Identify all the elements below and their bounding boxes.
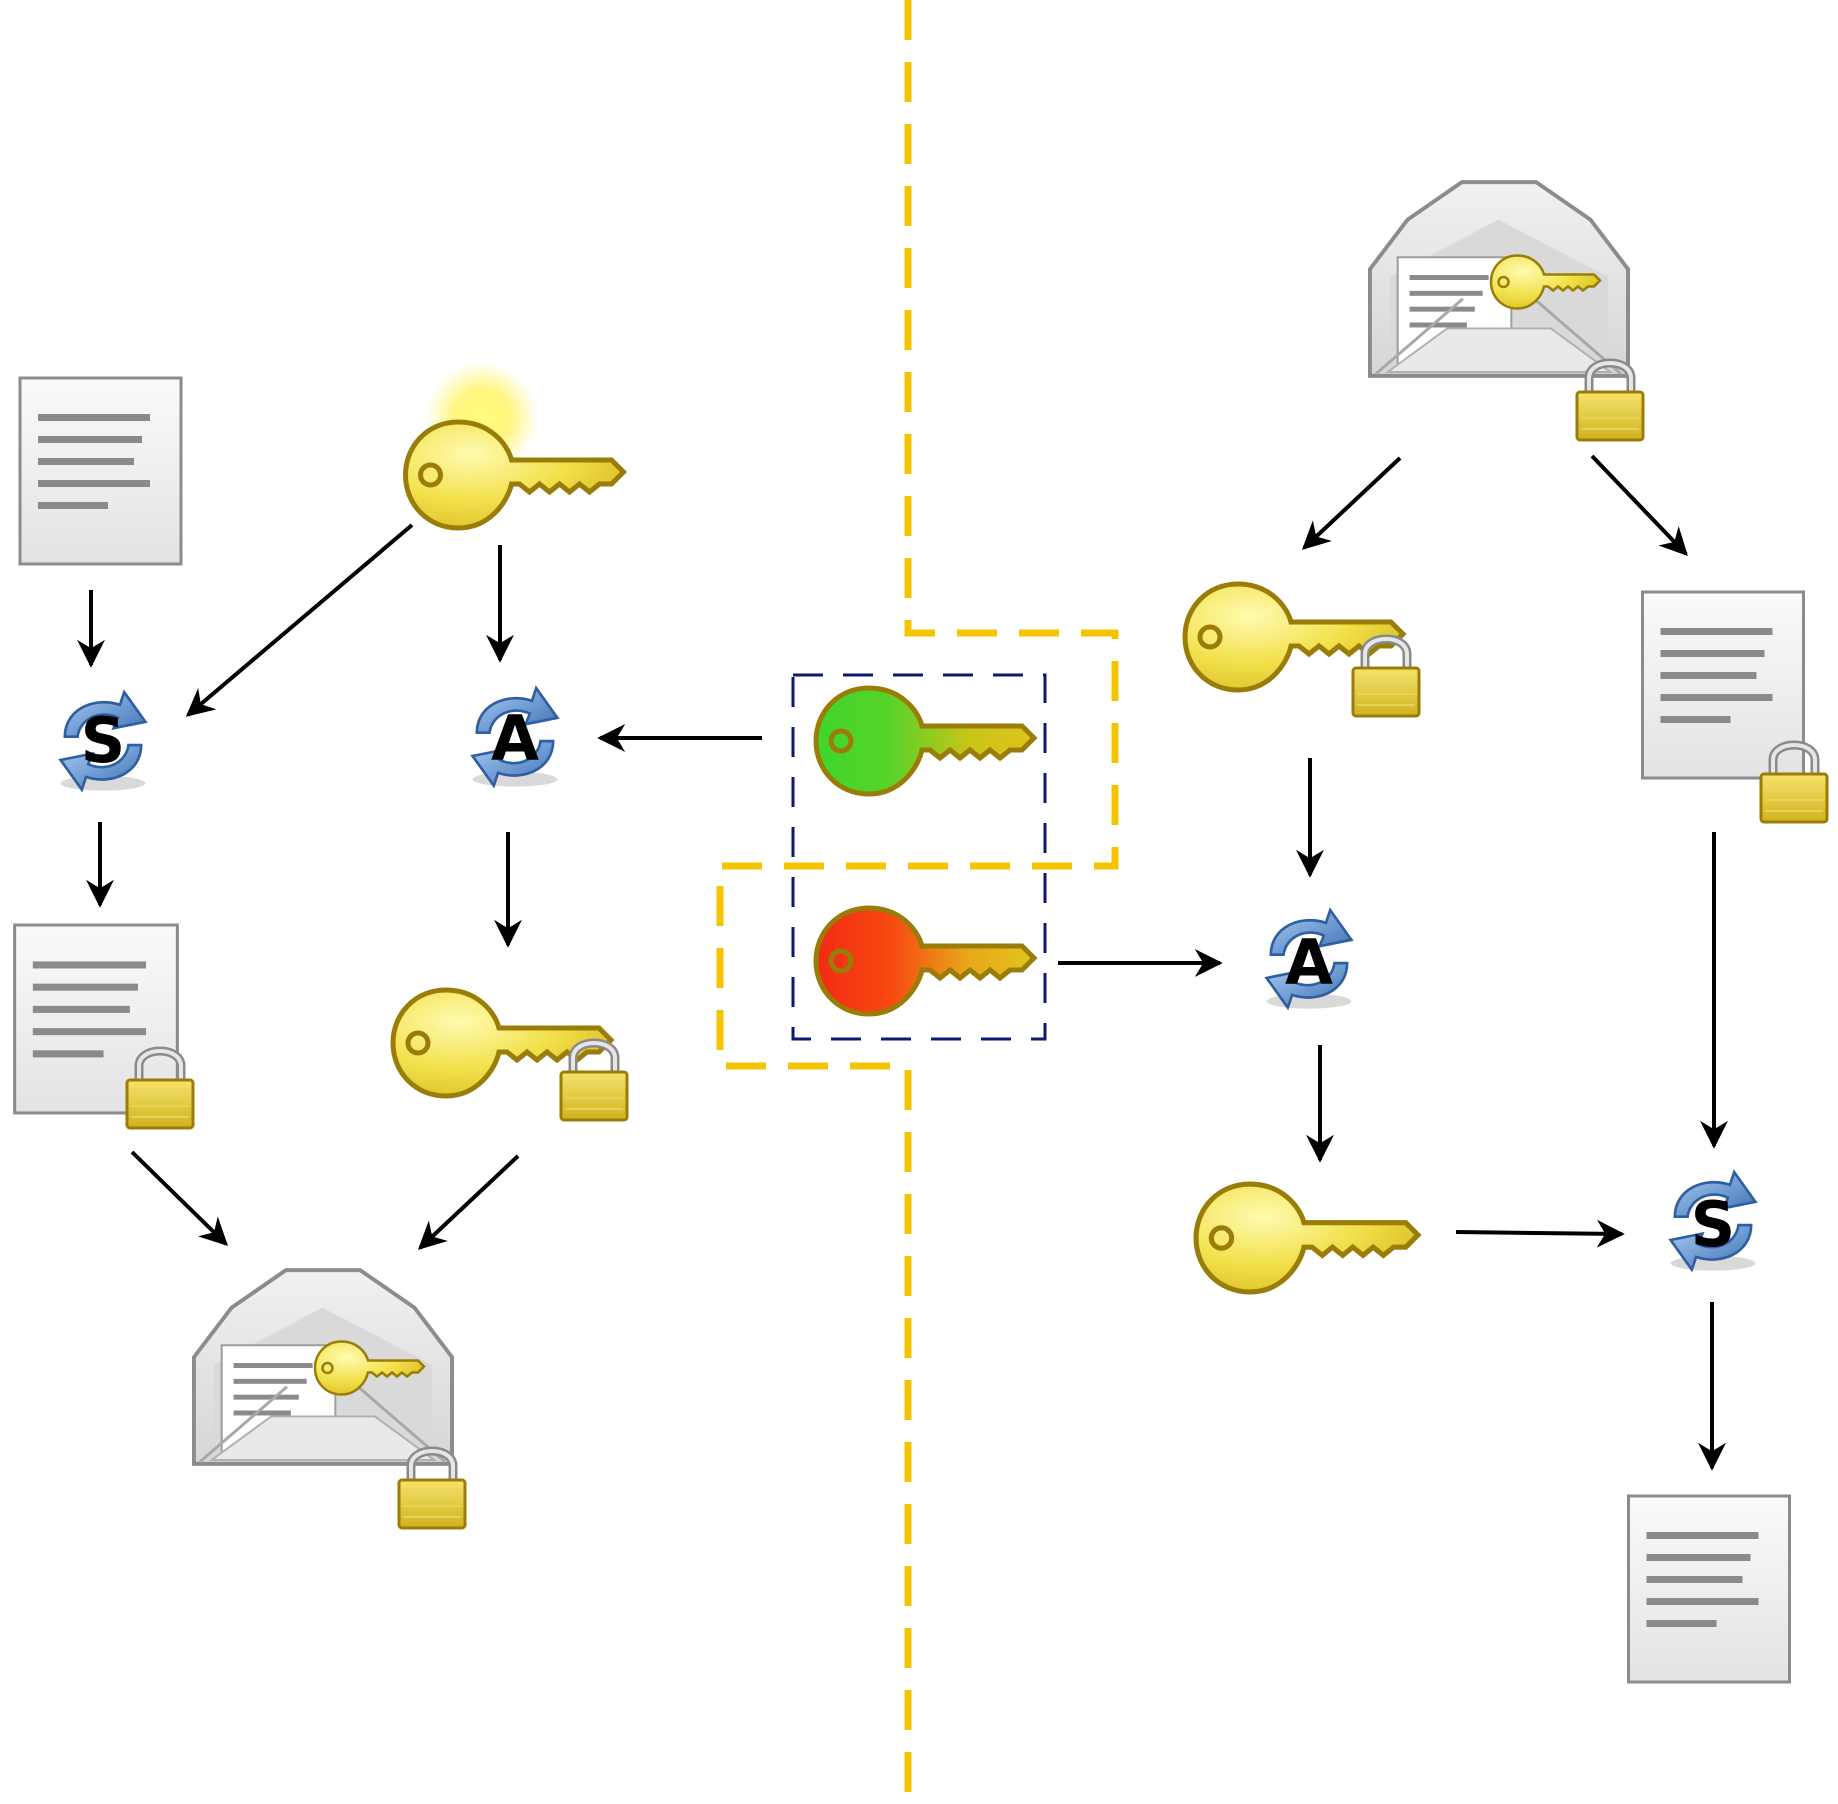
symmetric-cipher-label: S: [1691, 1188, 1736, 1261]
arrow: [185, 523, 414, 717]
encrypted-envelope-icon: [1370, 182, 1643, 440]
symmetric-cipher-label: S: [81, 704, 126, 777]
key-pair-box: [791, 673, 1047, 1041]
symmetric-cipher-icon: S: [59, 690, 147, 793]
arrow: [130, 1150, 229, 1246]
encrypted-document-icon: [1640, 590, 1828, 822]
document-icon: [18, 376, 183, 566]
public-key-icon: [816, 688, 1034, 794]
glowing-key-icon: [406, 362, 624, 528]
arrow: [1301, 456, 1402, 550]
encrypted-envelope-icon: [194, 1270, 465, 1528]
session-key-icon: [1196, 1184, 1418, 1292]
private-key-icon: [816, 908, 1034, 1014]
encrypted-key-icon: [393, 990, 627, 1120]
encrypted-document-icon: [13, 923, 193, 1128]
arrow: [1590, 454, 1688, 557]
symmetric-cipher-icon: S: [1669, 1170, 1757, 1273]
asymmetric-cipher-icon: A: [471, 686, 559, 789]
document-icon: [1626, 1494, 1792, 1684]
asymmetric-cipher-label: A: [1285, 926, 1333, 999]
asymmetric-cipher-label: A: [491, 702, 539, 775]
encrypted-key-icon: [1185, 584, 1419, 716]
arrow: [1455, 1219, 1625, 1248]
trust-boundary: [716, 0, 1119, 1804]
flow-arrows: [77, 454, 1728, 1471]
arrow: [417, 1154, 520, 1250]
asymmetric-cipher-icon: A: [1265, 908, 1353, 1011]
